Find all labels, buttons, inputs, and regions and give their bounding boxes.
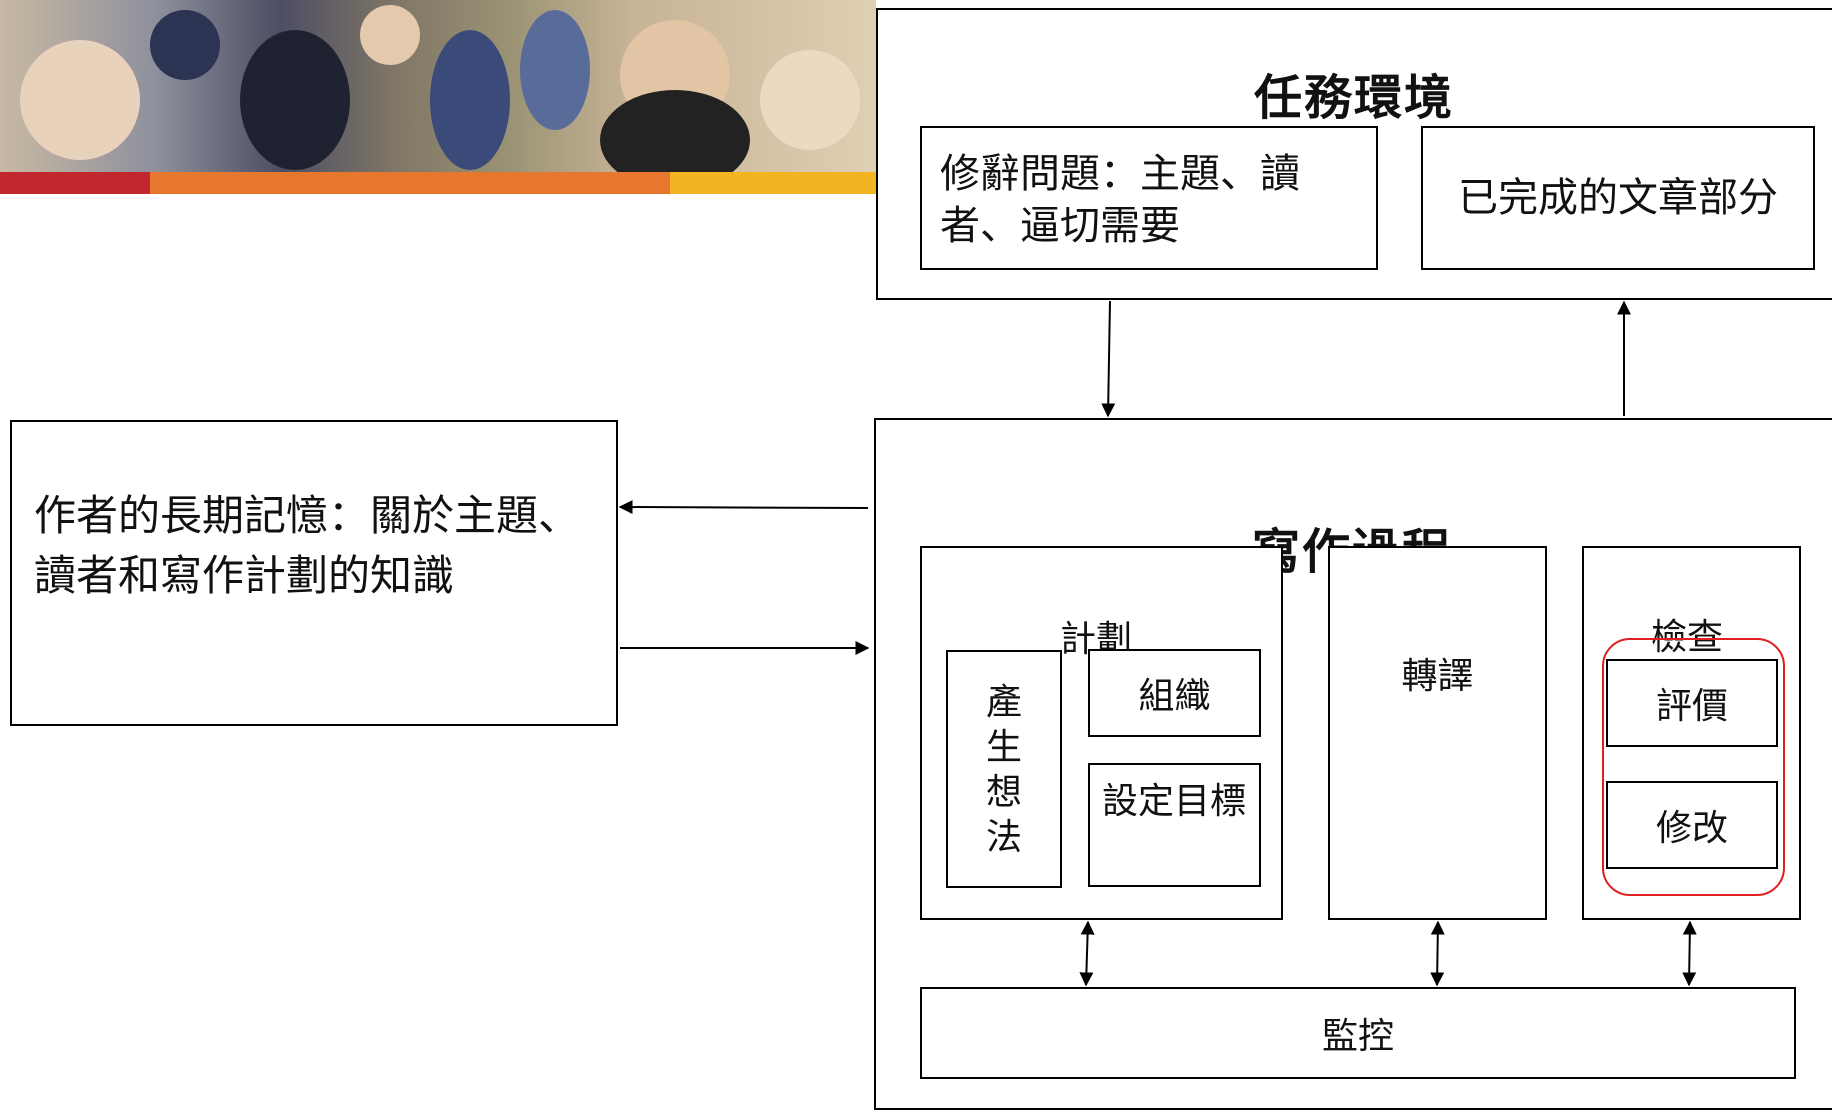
- arrow-reviewing-monitor: [1682, 920, 1697, 987]
- rhetorical-problem-box: [920, 126, 1378, 270]
- long-term-memory-text: 作者的長期記憶：關於主題、讀者和寫作計劃的知識: [34, 491, 581, 600]
- arrow-planning-monitor: [1079, 920, 1095, 987]
- revising-box: 修改: [1606, 781, 1778, 869]
- reviewing-label: 檢查: [1651, 617, 1724, 658]
- goal-setting-box: [1088, 763, 1261, 887]
- monitor-box: 監控: [920, 987, 1796, 1079]
- arrow-process-to-memory: [618, 500, 869, 515]
- long-term-memory-box: [10, 420, 618, 726]
- students-photo: [0, 0, 876, 190]
- generating-box: [946, 650, 1062, 888]
- arrow-task-to-process: [1101, 300, 1116, 418]
- revising-text: 修改: [1655, 808, 1728, 849]
- organizing-text: 組織: [1138, 676, 1211, 717]
- generating-text: 產生想法: [985, 682, 1022, 858]
- stripe-yellow: [670, 172, 876, 194]
- goal-setting-text: 設定目標: [1101, 781, 1246, 822]
- text-produced-box: 已完成的文章部分: [1421, 126, 1815, 270]
- text-produced-text: 已完成的文章部分: [1458, 175, 1778, 221]
- task-environment-title: 任務環境: [1254, 70, 1455, 126]
- review-highlight-outline: [1602, 638, 1785, 896]
- stripe-orange: [150, 172, 670, 194]
- stripe-red: [0, 172, 150, 194]
- arrow-translating-monitor: [1430, 920, 1445, 987]
- translating-text: 轉譯: [1401, 656, 1474, 697]
- translating-box: 轉譯: [1328, 546, 1547, 920]
- rhetorical-problem-text: 修辭問題：主題、讀者、逼切需要: [940, 151, 1300, 249]
- evaluating-box: 評價: [1606, 659, 1778, 747]
- monitor-text: 監控: [1321, 1016, 1394, 1057]
- evaluating-text: 評價: [1655, 686, 1728, 727]
- organizing-box: 組織: [1088, 649, 1261, 737]
- header-photo-banner: [0, 0, 876, 196]
